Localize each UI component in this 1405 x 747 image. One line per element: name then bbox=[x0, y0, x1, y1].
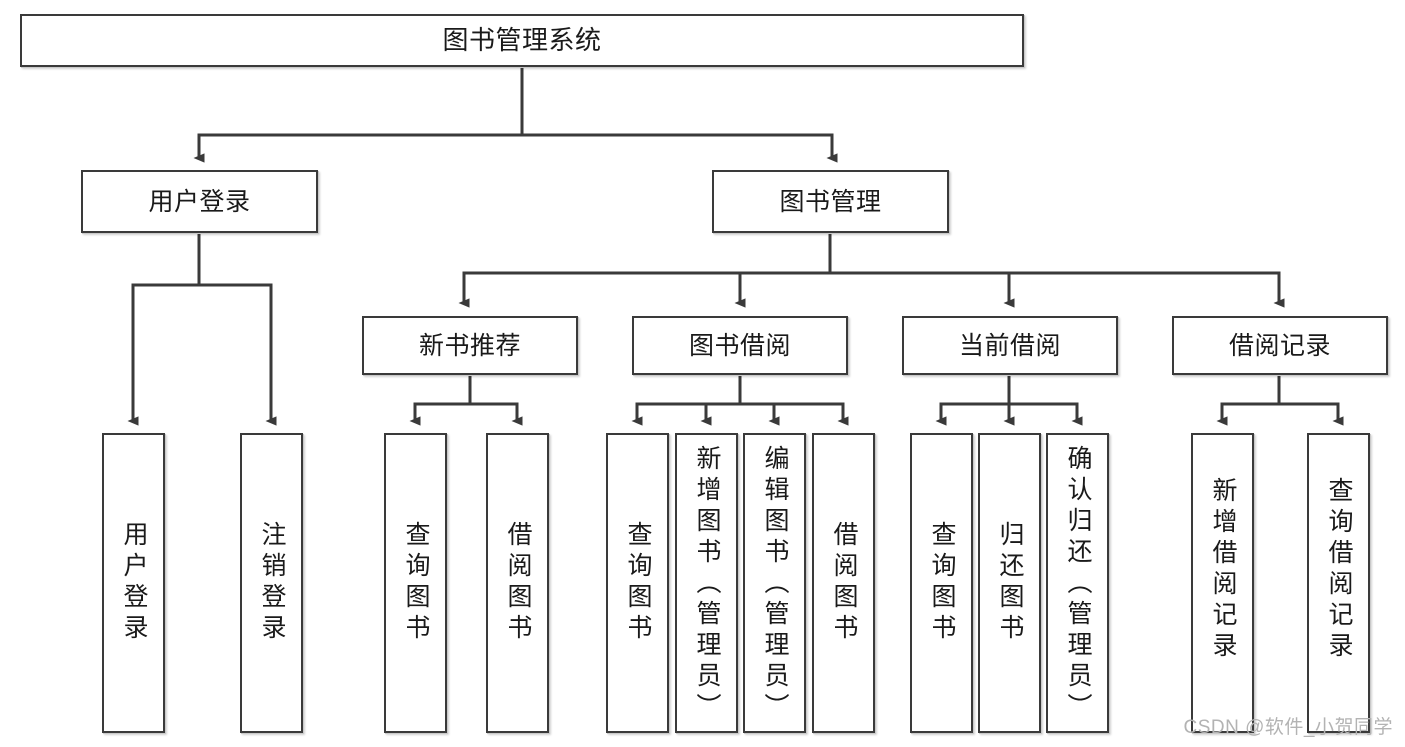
node-label: 编辑图书（管理员） bbox=[761, 445, 789, 724]
node-label: 用户登录 bbox=[120, 521, 148, 645]
node-label: 图书管理 bbox=[779, 187, 882, 216]
leaf-borrow-records-add-record[interactable]: 新增借阅记录 bbox=[1191, 433, 1254, 733]
leaf-current-borrow-return-book[interactable]: 归还图书 bbox=[978, 433, 1041, 733]
leaf-book-borrow-borrow-book[interactable]: 借阅图书 bbox=[812, 433, 875, 733]
node-root-system[interactable]: 图书管理系统 bbox=[20, 14, 1024, 67]
node-label: 注销登录 bbox=[258, 521, 286, 645]
node-label: 新增借阅记录 bbox=[1209, 477, 1237, 663]
node-book-borrow[interactable]: 图书借阅 bbox=[632, 316, 848, 375]
node-label: 借阅图书 bbox=[504, 521, 532, 645]
leaf-borrow-records-query-record[interactable]: 查询借阅记录 bbox=[1307, 433, 1370, 733]
node-label: 图书借阅 bbox=[688, 331, 791, 360]
node-label: 查询图书 bbox=[402, 521, 430, 645]
node-label: 借阅图书 bbox=[830, 521, 858, 645]
leaf-new-books-borrow-book[interactable]: 借阅图书 bbox=[486, 433, 549, 733]
watermark-text: CSDN @软件_小贺同学 bbox=[1183, 717, 1393, 738]
node-book-management[interactable]: 图书管理 bbox=[712, 170, 949, 233]
leaf-user-login-logout[interactable]: 注销登录 bbox=[240, 433, 303, 733]
node-borrow-records[interactable]: 借阅记录 bbox=[1172, 316, 1388, 375]
node-label: 归还图书 bbox=[996, 521, 1024, 645]
leaf-new-books-query-book[interactable]: 查询图书 bbox=[384, 433, 447, 733]
leaf-current-borrow-confirm-return-admin[interactable]: 确认归还（管理员） bbox=[1046, 433, 1109, 733]
node-label: 借阅记录 bbox=[1228, 331, 1331, 360]
leaf-current-borrow-query-book[interactable]: 查询图书 bbox=[910, 433, 973, 733]
node-new-book-recommend[interactable]: 新书推荐 bbox=[362, 316, 578, 375]
node-label: 新书推荐 bbox=[418, 331, 521, 360]
node-user-login[interactable]: 用户登录 bbox=[81, 170, 318, 233]
node-label: 新增图书（管理员） bbox=[693, 445, 721, 724]
node-label: 查询图书 bbox=[928, 521, 956, 645]
leaf-user-login-login[interactable]: 用户登录 bbox=[102, 433, 165, 733]
node-label: 查询图书 bbox=[624, 521, 652, 645]
leaf-book-borrow-edit-book-admin[interactable]: 编辑图书（管理员） bbox=[743, 433, 806, 733]
leaf-book-borrow-query-book[interactable]: 查询图书 bbox=[606, 433, 669, 733]
leaf-book-borrow-add-book-admin[interactable]: 新增图书（管理员） bbox=[675, 433, 738, 733]
node-label: 用户登录 bbox=[148, 187, 251, 216]
node-label: 当前借阅 bbox=[958, 331, 1061, 360]
node-label: 图书管理系统 bbox=[442, 24, 602, 55]
node-label: 查询借阅记录 bbox=[1325, 477, 1353, 663]
node-label: 确认归还（管理员） bbox=[1064, 445, 1092, 724]
node-current-borrow[interactable]: 当前借阅 bbox=[902, 316, 1118, 375]
